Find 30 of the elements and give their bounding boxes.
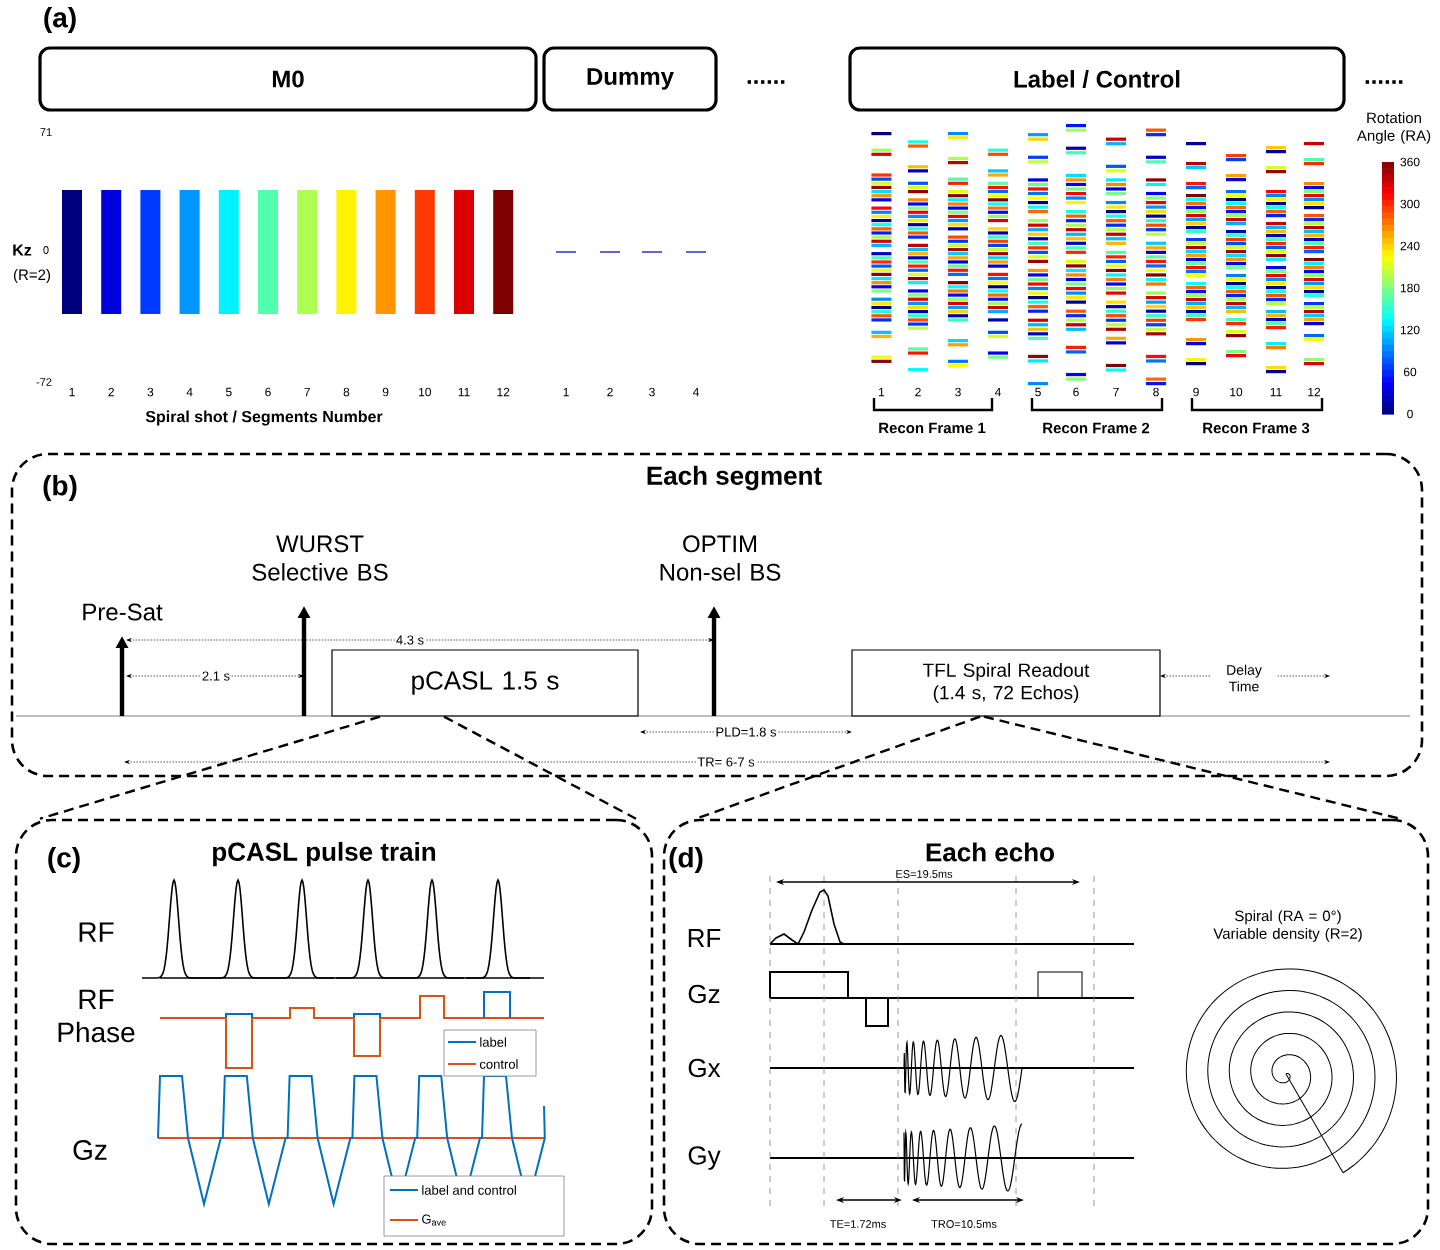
zoom-line [983, 715, 1401, 820]
signal-label: RF [685, 927, 723, 949]
pulse-label: WURST Selective BS [238, 534, 402, 582]
ellipsis: ...... [744, 79, 788, 85]
sequence-block: TFL Spiral Readout (1.4 s, 72 Echos) [851, 649, 1161, 717]
pulse-label: OPTIM Non-sel BS [638, 534, 802, 582]
signal-label: Gz [686, 983, 722, 1005]
panel-letter: (c) [48, 846, 80, 874]
signal-label: RF Phase [50, 988, 142, 1044]
zoom-line [39, 715, 381, 820]
segment-box: Dummy [542, 46, 718, 112]
axis-title: Spiral shot / Segments Number [144, 409, 384, 427]
panel-title: pCASL pulse train [213, 841, 436, 867]
axis-title: Kz [11, 243, 33, 257]
segment-box: M0 [38, 46, 538, 112]
zoom-line [443, 715, 637, 820]
signal-label: Gy [686, 1145, 722, 1171]
panel-letter: (d) [669, 846, 703, 874]
signal-label: RF [76, 921, 116, 943]
panel-title: Each echo [926, 842, 1054, 862]
zoom-label-a: (a) [41, 5, 79, 35]
ellipsis: ...... [1362, 79, 1406, 85]
panel-letter: (b) [43, 474, 77, 502]
signal-label: Gz [70, 1138, 110, 1162]
panel-title: Each segment [647, 465, 822, 491]
segment-box: Label / Control [848, 46, 1346, 112]
pulse-label: Pre-Sat [80, 602, 164, 622]
signal-label: Gx [686, 1057, 722, 1079]
zoom-line [695, 715, 981, 820]
sequence-block: pCASL 1.5 s [331, 649, 639, 717]
